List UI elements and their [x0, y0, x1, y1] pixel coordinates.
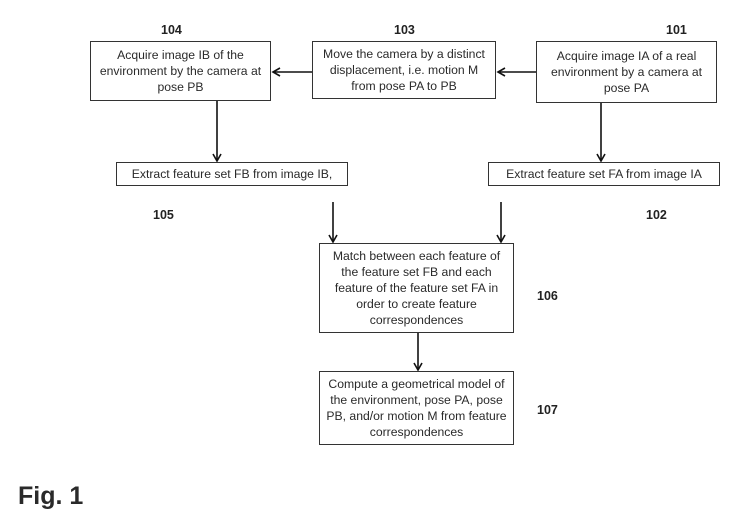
- ref-label-102: 102: [646, 208, 667, 222]
- step-text-104: Acquire image IB of the environment by t…: [99, 48, 262, 94]
- step-box-105: Extract feature set FB from image IB,: [116, 162, 348, 186]
- ref-label-107: 107: [537, 403, 558, 417]
- step-box-106: Match between each feature of the featur…: [319, 243, 514, 333]
- step-box-103: Move the camera by a distinct displaceme…: [312, 41, 496, 99]
- step-text-103: Move the camera by a distinct displaceme…: [323, 47, 485, 93]
- ref-label-104: 104: [161, 23, 182, 37]
- ref-label-105: 105: [153, 208, 174, 222]
- step-box-104: Acquire image IB of the environment by t…: [90, 41, 271, 101]
- step-box-102: Extract feature set FA from image IA: [488, 162, 720, 186]
- step-box-101: Acquire image IA of a real environment b…: [536, 41, 717, 103]
- step-text-107: Compute a geometrical model of the envir…: [326, 377, 507, 439]
- ref-label-106: 106: [537, 289, 558, 303]
- ref-label-103: 103: [394, 23, 415, 37]
- step-text-101: Acquire image IA of a real environment b…: [550, 49, 703, 95]
- step-text-105: Extract feature set FB from image IB,: [131, 167, 333, 181]
- step-text-106: Match between each feature of the featur…: [332, 249, 501, 327]
- ref-label-101: 101: [666, 23, 687, 37]
- figure-label: Fig. 1: [18, 482, 84, 510]
- step-box-107: Compute a geometrical model of the envir…: [319, 371, 514, 445]
- step-text-102: Extract feature set FA from image IA: [506, 167, 702, 181]
